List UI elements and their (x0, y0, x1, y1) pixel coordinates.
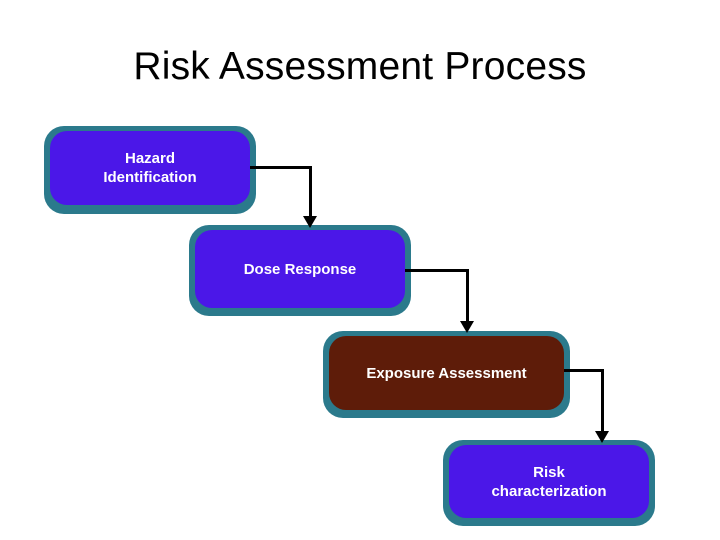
flow-box-label: Dose Response (236, 260, 365, 279)
flow-box-label: Hazard Identification (95, 149, 204, 187)
connector-dose-to-exposure-vertical (466, 269, 469, 323)
connector-hazard-to-dose-horizontal (250, 166, 312, 169)
connector-dose-to-exposure-arrowhead-icon (460, 321, 474, 333)
flow-box-label-line1: Exposure Assessment (366, 364, 527, 382)
connector-hazard-to-dose-arrowhead-icon (303, 216, 317, 228)
connector-exposure-to-risk-horizontal (564, 369, 604, 372)
flow-box-risk-characterization[interactable]: Risk characterization (449, 445, 649, 518)
flow-box-label-line1: Dose Response (243, 260, 357, 278)
flow-box-label-line1: Hazard (124, 150, 176, 167)
flow-box-label: Exposure Assessment (358, 364, 534, 383)
connector-dose-to-exposure-horizontal (405, 269, 469, 272)
flow-box-label: Risk characterization (483, 463, 614, 501)
flow-box-label-line2: characterization (491, 482, 607, 500)
flow-box-dose-response[interactable]: Dose Response (195, 230, 405, 308)
page-title: Risk Assessment Process (133, 45, 587, 88)
flow-box-exposure-assessment[interactable]: Exposure Assessment (329, 336, 564, 410)
connector-hazard-to-dose-vertical (309, 166, 312, 218)
flow-box-label-line1: Risk (533, 463, 565, 481)
flow-box-hazard-identification[interactable]: Hazard Identification (50, 131, 250, 205)
flow-box-label-line2: Identification (103, 169, 197, 186)
connector-exposure-to-risk-vertical (601, 369, 604, 433)
connector-exposure-to-risk-arrowhead-icon (595, 431, 609, 443)
